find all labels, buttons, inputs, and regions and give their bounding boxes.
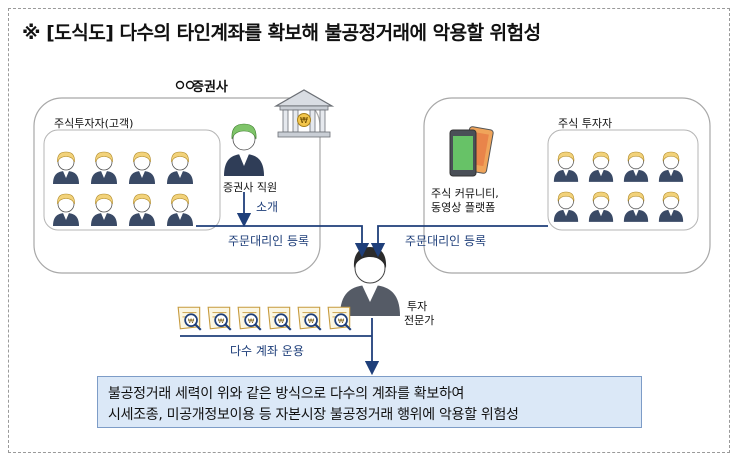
expert-label-line1: 투자 xyxy=(407,300,428,313)
bank-building-icon: ₩ xyxy=(273,89,335,138)
company-label: 증권사 xyxy=(192,80,228,95)
community-label-line2: 동영상 플랫폼 xyxy=(431,201,496,214)
left-register-arrow xyxy=(196,225,370,258)
smartphone-icon xyxy=(449,126,494,177)
svg-text:₩: ₩ xyxy=(300,116,308,125)
community-label-line1: 주식 커뮤니티, xyxy=(431,187,499,200)
bullet-icon xyxy=(175,80,185,90)
bullet-icon xyxy=(185,80,195,90)
account-documents xyxy=(177,306,352,331)
account-document-icon xyxy=(207,306,232,331)
account-document-icon xyxy=(237,306,262,331)
right-register-label: 주문대리인 등록 xyxy=(405,234,487,248)
diagram-title: ※ [도식도] 다수의 타인계좌를 확보해 불공정거래에 악용할 위험성 xyxy=(22,22,541,44)
left-group-label: 주식투자자(고객) xyxy=(54,117,134,130)
expert-person-icon xyxy=(340,247,400,316)
intro-label: 소개 xyxy=(256,200,279,214)
staff-label: 증권사 직원 xyxy=(223,181,278,194)
staff-person-icon xyxy=(224,123,264,176)
diagram-frame xyxy=(8,8,730,453)
account-document-icon xyxy=(297,306,322,331)
account-document-icon xyxy=(327,306,352,331)
account-document-icon xyxy=(267,306,292,331)
summary-line-1: 불공정거래 세력이 위와 같은 방식으로 다수의 계좌를 확보하여 xyxy=(108,386,465,402)
flow-arrows xyxy=(180,192,548,376)
expert-label-line2: 전문가 xyxy=(404,314,435,327)
summary-line-2: 시세조종, 미공개정보이용 등 자본시장 불공정거래 행위에 악용할 위험성 xyxy=(108,407,519,423)
left-register-label: 주문대리인 등록 xyxy=(228,234,310,248)
account-document-icon xyxy=(177,306,202,331)
right-group-label: 주식 투자자 xyxy=(558,117,613,130)
right-register-arrow xyxy=(370,225,548,258)
right-investor-box xyxy=(547,129,699,231)
summary-box: 불공정거래 세력이 위와 같은 방식으로 다수의 계좌를 확보하여 시세조종, … xyxy=(97,376,642,428)
accounts-label: 다수 계좌 운용 xyxy=(230,344,304,358)
